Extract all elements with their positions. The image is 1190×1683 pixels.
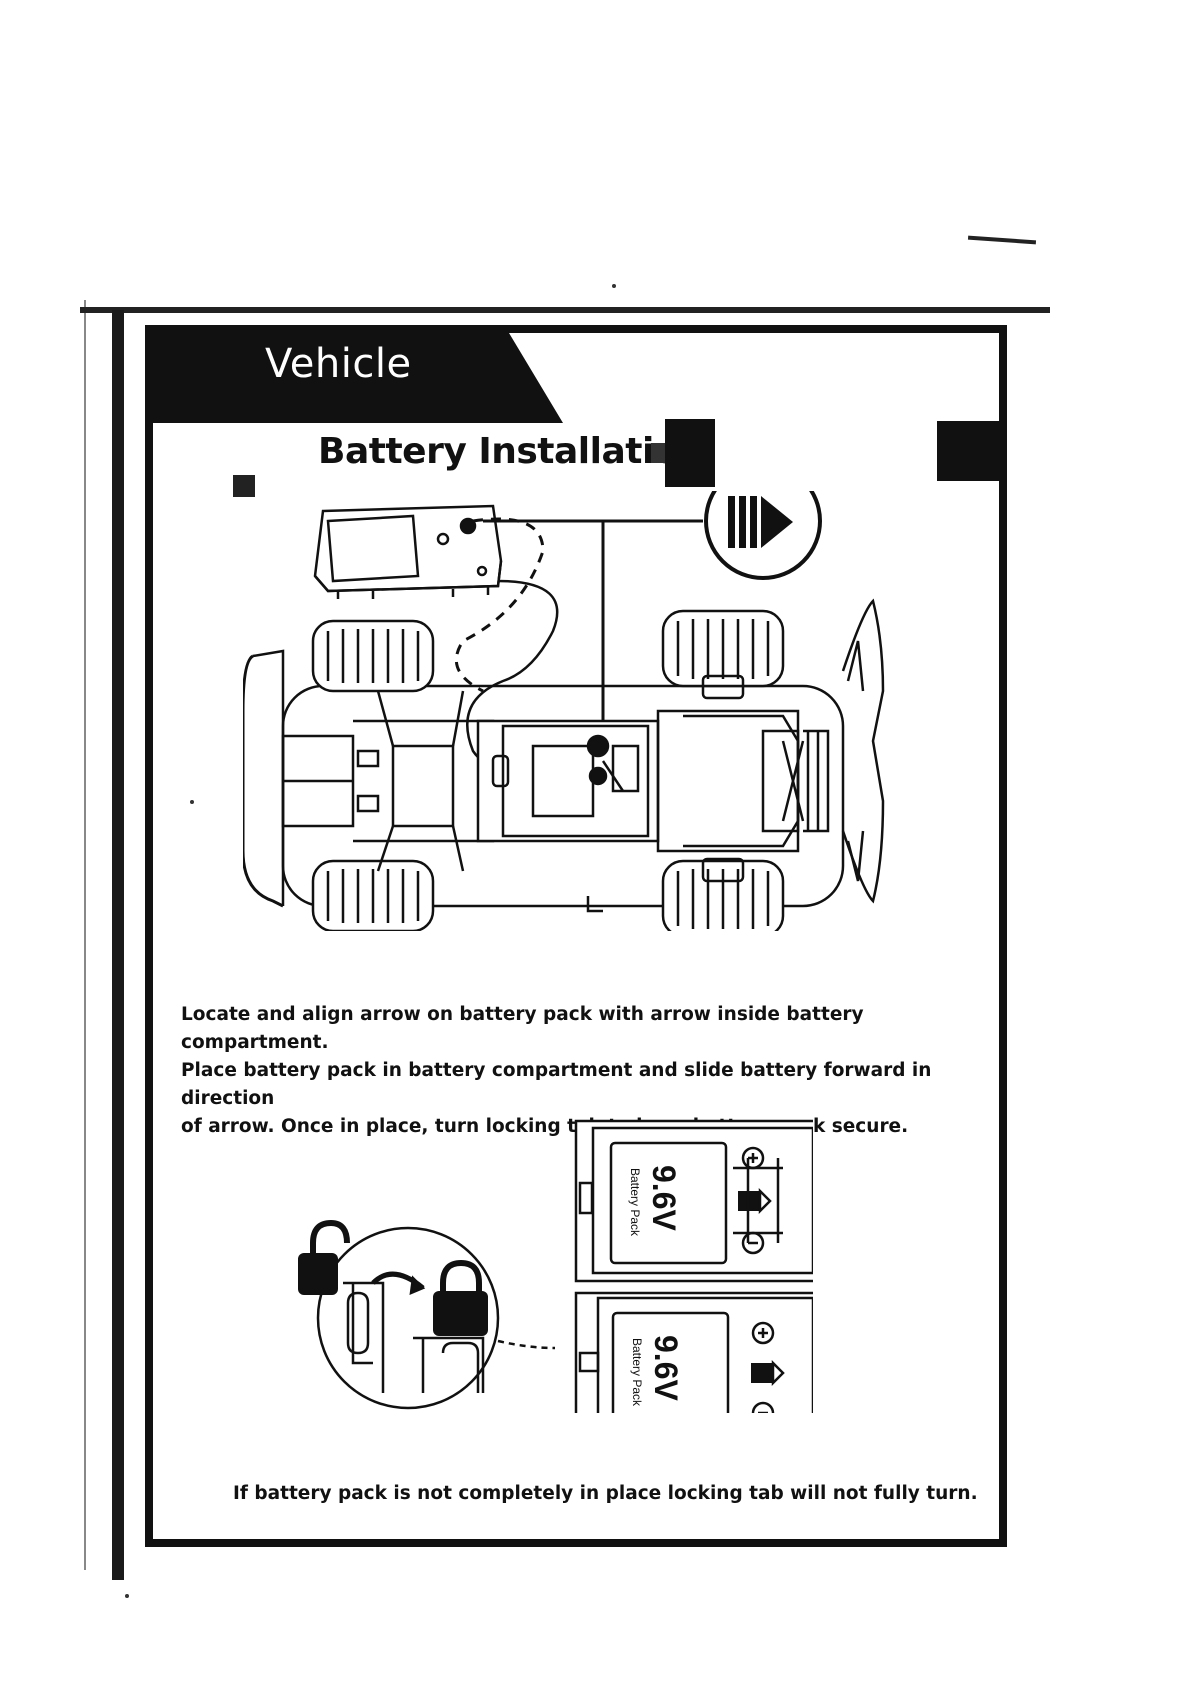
unlocked-padlock-icon xyxy=(298,1219,350,1295)
wheel-rear-bottom xyxy=(311,859,435,931)
scan-speck xyxy=(125,1594,129,1598)
title-block-mark xyxy=(665,419,715,487)
battery-voltage-label: 9.6V xyxy=(648,1335,684,1401)
battery-pack-label: Battery Pack xyxy=(630,1338,644,1407)
locked-padlock-icon xyxy=(433,1259,488,1336)
wheel-front-top xyxy=(661,609,785,688)
manual-page-frame: Vehicle Battery Installation xyxy=(145,325,1007,1547)
battery-pack-illustration xyxy=(313,504,503,599)
footer-note: If battery pack is not completely in pla… xyxy=(233,1483,978,1504)
scan-edge-line xyxy=(84,300,86,1570)
locking-tab-diagram: Battery Pack 9.6V Battery Pack 9.6V xyxy=(298,1119,813,1413)
page-title: Battery Installation xyxy=(318,431,704,472)
page-tab-marker xyxy=(937,421,1007,481)
battery-compartment xyxy=(476,719,660,843)
bullet-square xyxy=(233,475,255,497)
scan-left-bar xyxy=(112,310,124,1580)
locking-tab-magnifier xyxy=(316,1226,500,1410)
battery-pack-label: Battery Pack xyxy=(628,1168,642,1237)
battery-voltage-label: 9.6V xyxy=(646,1165,682,1231)
instructions-text: Locate and align arrow on battery pack w… xyxy=(181,1004,932,1137)
battery-pack-card-bottom: Battery Pack 9.6V xyxy=(574,1291,813,1413)
scan-top-rule xyxy=(80,307,1050,313)
section-banner xyxy=(153,333,563,423)
battery-pack-card-top: Battery Pack 9.6V xyxy=(574,1119,813,1283)
vehicle-battery-diagram xyxy=(243,491,885,931)
wheel-front-bottom xyxy=(661,859,785,931)
scan-speck xyxy=(190,800,194,804)
wheel-rear-top xyxy=(311,619,435,693)
scan-speck xyxy=(612,284,616,288)
arrow-callout-icon xyxy=(704,491,822,580)
section-label: Vehicle xyxy=(265,341,412,387)
title-mark xyxy=(651,443,669,463)
scan-mark xyxy=(967,235,1037,245)
